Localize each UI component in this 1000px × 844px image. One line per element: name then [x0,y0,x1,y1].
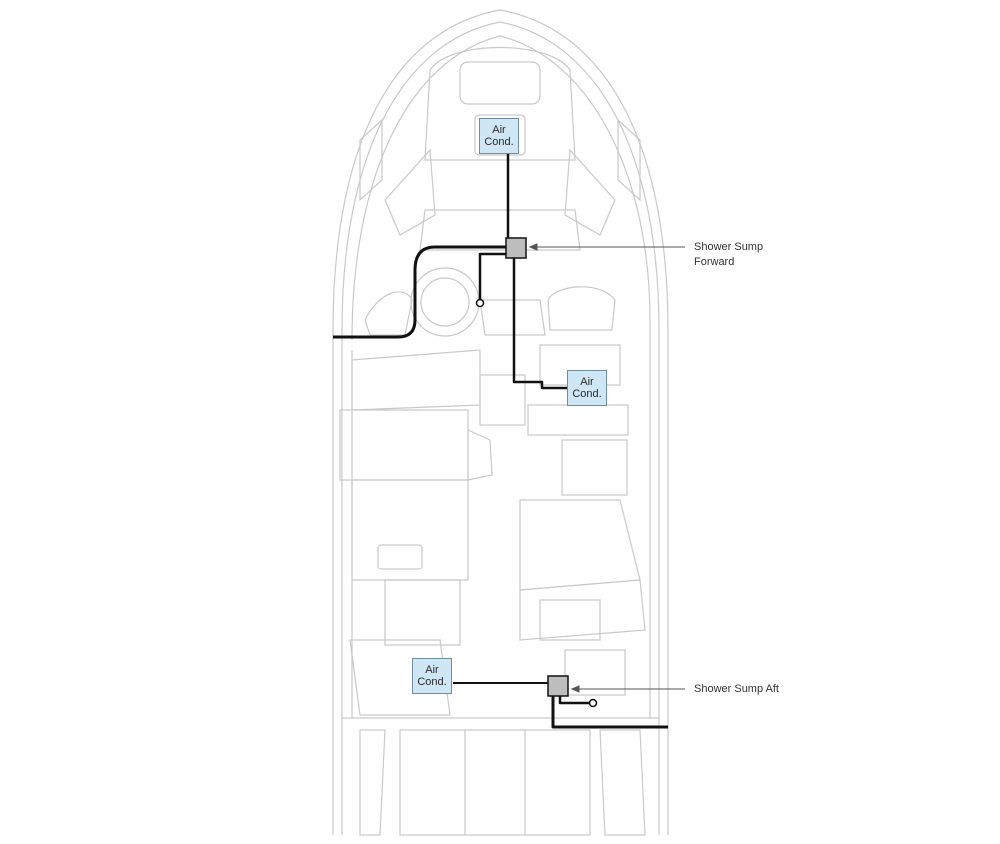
air-cond-forward-line1: Air [492,124,506,136]
plumbing-lines [333,152,668,729]
air-cond-mid-line2: Cond. [572,388,602,400]
hull-inner [341,21,660,835]
shower-sump-forward-label: Shower Sump Forward [694,240,763,270]
aft-shower-drain [588,698,598,708]
hull-inner-2 [351,35,651,341]
shower-sump-aft-box [547,675,569,697]
air-cond-forward-line2: Cond. [484,136,514,148]
shower-sump-forward-label-line2: Forward [694,256,735,268]
leader-lines [528,243,685,693]
aft-shower-drain-line [558,696,590,705]
forward-shower-drain [475,298,485,308]
forward-shower-drain-line [478,252,508,300]
forward-leader-arrow [528,243,538,251]
shower-sump-aft-label: Shower Sump Aft [694,682,779,697]
aft-sump-drain-line [551,696,668,729]
shower-sump-forward-box [505,237,527,259]
shower-sump-forward-label-line1: Shower Sump [694,241,764,253]
shower-sump-aft-label-text: Shower Sump Aft [694,683,779,695]
mid-ac-line [512,258,568,390]
air-cond-aft-line1: Air [425,664,439,676]
air-cond-aft-line2: Cond. [417,676,447,688]
hull-outer [332,9,669,835]
forward-sump-drain-line [333,245,508,339]
aft-leader-arrow [570,685,580,693]
air-cond-mid-line1: Air [580,376,594,388]
